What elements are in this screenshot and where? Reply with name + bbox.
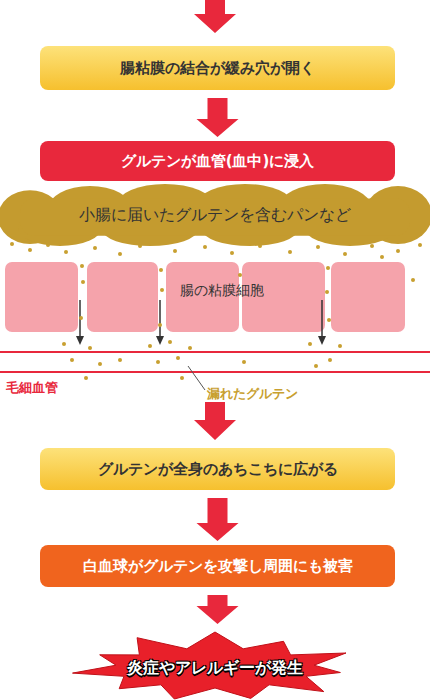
part-label: 漏れたグルテン bbox=[207, 385, 298, 403]
flow-arrow bbox=[197, 595, 239, 624]
result-burst: 炎症やアレルギーが発生 bbox=[70, 628, 360, 700]
flow-arrow bbox=[194, 0, 236, 33]
node-text: 炎症やアレルギーが発生 bbox=[121, 650, 309, 678]
node-text: 小腸に届いたグルテンを含むパンなど bbox=[73, 205, 357, 225]
process-box: グルテンが全身のあちこちに広がる bbox=[40, 448, 395, 490]
process-box: 白血球がグルテンを攻撃し周囲にも被害 bbox=[40, 545, 395, 587]
node-text: 腸粘膜の結合が緩み穴が開く bbox=[114, 59, 321, 78]
part-label: 毛細血管 bbox=[6, 379, 58, 397]
flow-arrow bbox=[197, 98, 239, 137]
part-label: 腸の粘膜細胞 bbox=[180, 282, 264, 300]
gluten-dots bbox=[10, 242, 422, 380]
capillary-lines bbox=[0, 352, 430, 372]
process-box: グルテンが血管(血中)に浸入 bbox=[40, 141, 395, 181]
food-cloud: 小腸に届いたグルテンを含むパンなど bbox=[0, 184, 430, 246]
node-text: 白血球がグルテンを攻撃し周囲にも被害 bbox=[77, 557, 359, 576]
node-text: グルテンが全身のあちこちに広がる bbox=[92, 460, 344, 479]
mucosa-cells bbox=[5, 262, 405, 332]
node-text: グルテンが血管(血中)に浸入 bbox=[115, 152, 321, 171]
process-box: 腸粘膜の結合が緩み穴が開く bbox=[40, 46, 395, 90]
leak-arrows bbox=[76, 300, 326, 345]
flow-arrow bbox=[197, 498, 239, 541]
flow-arrow bbox=[194, 402, 236, 440]
leader-line bbox=[188, 366, 205, 390]
